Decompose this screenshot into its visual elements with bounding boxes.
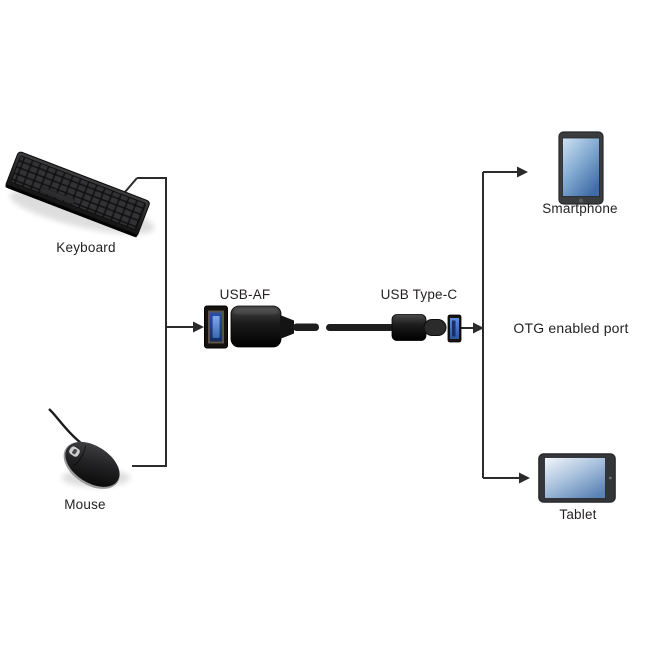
adapter-body-icon <box>230 305 394 348</box>
smartphone-icon <box>558 131 604 205</box>
usb-type-c-label: USB Type-C <box>380 287 458 302</box>
otg-port-icon <box>447 314 462 343</box>
otg-enabled-port-label: OTG enabled port <box>513 320 629 336</box>
peripheral-bus-line <box>132 177 167 467</box>
smartphone-arrowhead <box>517 166 528 178</box>
smartphone-label: Smartphone <box>542 201 618 216</box>
mouse-icon <box>48 408 130 489</box>
adapter-in-arrowhead <box>193 321 204 333</box>
otg-arrowhead <box>473 322 484 334</box>
usb-af-port-icon <box>204 305 228 349</box>
tablet-label: Tablet <box>559 507 597 522</box>
tablet-arrowhead <box>519 472 530 484</box>
usb-type-c-plug-icon <box>391 314 447 341</box>
tablet-icon <box>538 453 616 503</box>
otg-adapter-icon <box>204 305 462 349</box>
keyboard-icon <box>5 151 155 238</box>
usb-af-label: USB-AF <box>219 287 271 302</box>
keyboard-label: Keyboard <box>56 240 116 255</box>
mouse-label: Mouse <box>64 497 106 512</box>
